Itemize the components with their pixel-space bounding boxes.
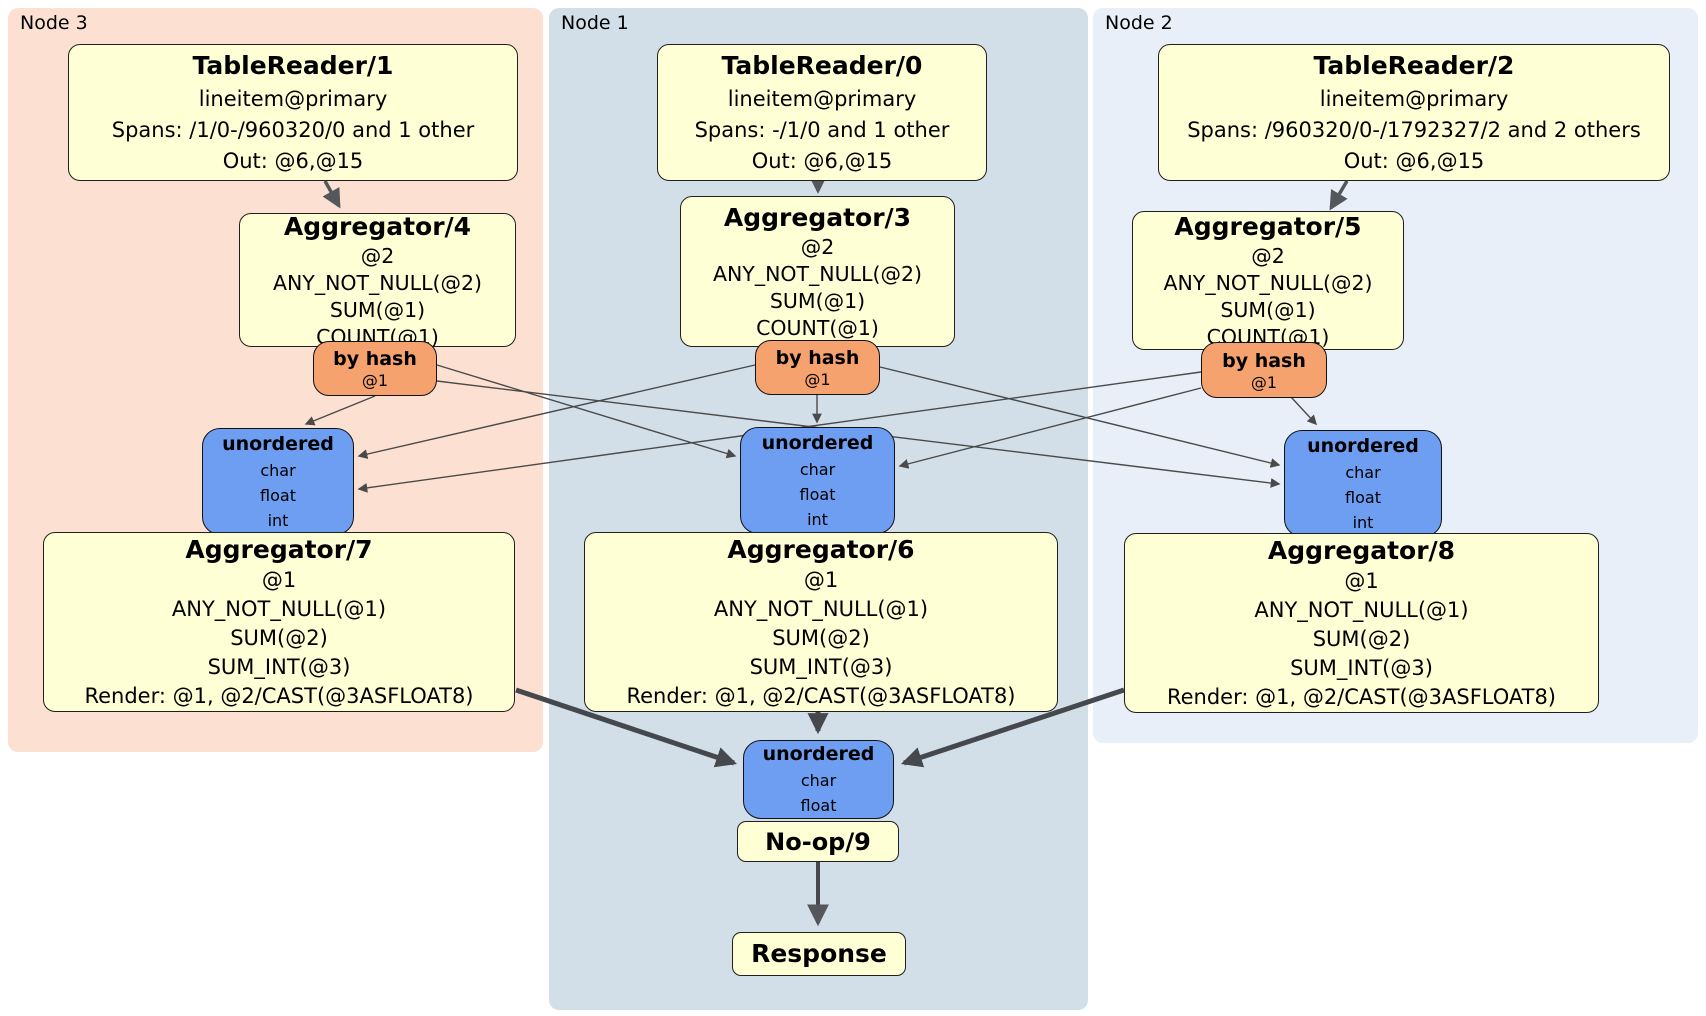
sync-column: int	[807, 509, 828, 529]
processor-detail: Spans: /960320/0-/1792327/2 and 2 others	[1187, 118, 1641, 142]
sync-column: char	[1345, 462, 1381, 482]
edge-hash2-unordered1	[898, 387, 1202, 469]
edge-hash1-unordered2	[879, 366, 1281, 468]
processor-detail: lineitem@primary	[198, 87, 388, 111]
processor-detail: SUM(@2)	[230, 625, 328, 650]
processor-detail: Out: @6,@15	[751, 149, 893, 173]
processor-title: Aggregator/3	[723, 203, 912, 232]
processor-detail: @1	[261, 567, 297, 592]
processor-detail: SUM_INT(@3)	[749, 654, 893, 679]
sync-column: float	[799, 484, 836, 504]
response-node: Response	[732, 932, 906, 976]
processor-title: Aggregator/6	[727, 534, 915, 564]
processor-detail: Spans: /1/0-/960320/0 and 1 other	[111, 118, 475, 142]
router-by-hash-node1: by hash @1	[755, 340, 880, 395]
sync-column: char	[260, 460, 296, 480]
processor-aggregator-8: Aggregator/8 @1 ANY_NOT_NULL(@1) SUM(@2)…	[1124, 533, 1599, 713]
processor-detail: @2	[800, 235, 835, 259]
processor-detail: Spans: -/1/0 and 1 other	[694, 118, 950, 142]
sync-column: float	[260, 485, 296, 505]
processor-detail: SUM(@1)	[769, 289, 866, 313]
edge-aggregator7-final-unordered	[515, 687, 737, 768]
sync-title: unordered	[761, 431, 874, 454]
processor-tablereader-2: TableReader/2 lineitem@primary Spans: /9…	[1158, 44, 1670, 181]
processor-detail: ANY_NOT_NULL(@2)	[272, 270, 483, 295]
processor-detail: Render: @1, @2/CAST(@3ASFLOAT8)	[84, 683, 474, 708]
edge-hash2-unordered2	[1290, 396, 1317, 426]
processor-aggregator-7: Aggregator/7 @1 ANY_NOT_NULL(@1) SUM(@2)…	[43, 532, 515, 712]
processor-detail: Render: @1, @2/CAST(@3ASFLOAT8)	[626, 683, 1016, 708]
processor-detail: @1	[1344, 568, 1379, 593]
processor-detail: ANY_NOT_NULL(@2)	[712, 262, 923, 286]
edge-hash3-unordered1	[436, 364, 737, 459]
processor-aggregator-4: Aggregator/4 @2 ANY_NOT_NULL(@2) SUM(@1)…	[239, 211, 516, 349]
edge-tablereader1-aggregator4	[322, 180, 341, 209]
sync-unordered-node1: unordered char float int	[740, 427, 895, 534]
sync-title: unordered	[222, 432, 334, 455]
processor-noop-9: No-op/9	[737, 821, 899, 862]
processor-aggregator-3: Aggregator/3 @2 ANY_NOT_NULL(@2) SUM(@1)…	[680, 196, 955, 347]
processor-detail: Out: @6,@15	[1343, 149, 1485, 173]
processor-detail: Render: @1, @2/CAST(@3ASFLOAT8)	[1166, 684, 1557, 709]
node3-label: Node 3	[20, 12, 88, 34]
processor-aggregator-6: Aggregator/6 @1 ANY_NOT_NULL(@1) SUM(@2)…	[584, 532, 1058, 712]
node2-label: Node 2	[1105, 12, 1173, 34]
processor-detail: ANY_NOT_NULL(@1)	[1254, 597, 1469, 622]
sync-unordered-node3: unordered char float int	[202, 428, 354, 535]
processor-detail: SUM(@1)	[1220, 298, 1316, 322]
processor-title: TableReader/1	[192, 51, 394, 80]
processor-detail: Out: @6,@15	[222, 149, 364, 173]
router-title: by hash	[333, 348, 417, 370]
processor-tablereader-0: TableReader/0 lineitem@primary Spans: -/…	[657, 44, 987, 181]
processor-detail: ANY_NOT_NULL(@1)	[171, 596, 387, 621]
processor-detail: SUM_INT(@3)	[1290, 655, 1433, 680]
router-detail: @1	[361, 371, 389, 390]
processor-title: Aggregator/7	[185, 534, 373, 564]
processor-aggregator-5: Aggregator/5 @2 ANY_NOT_NULL(@2) SUM(@1)…	[1132, 211, 1404, 350]
sync-unordered-node2: unordered char float int	[1284, 430, 1442, 537]
processor-detail: SUM_INT(@3)	[207, 654, 351, 679]
node1-label: Node 1	[561, 12, 629, 34]
sync-unordered-final: unordered char float	[743, 740, 894, 819]
router-title: by hash	[1222, 349, 1306, 372]
edge-hash3-unordered3	[304, 395, 376, 426]
processor-title: TableReader/2	[1313, 51, 1515, 80]
edge-hash1-unordered3	[357, 364, 756, 459]
processor-detail: @1	[803, 567, 839, 592]
sync-column: float	[1345, 487, 1381, 507]
processor-title: Aggregator/4	[283, 211, 472, 241]
sync-column: char	[800, 771, 837, 790]
processor-detail: SUM(@2)	[772, 625, 870, 650]
router-by-hash-node2: by hash @1	[1201, 342, 1327, 398]
response-title: Response	[751, 939, 887, 968]
processor-detail: @2	[360, 243, 395, 268]
sync-title: unordered	[1307, 434, 1419, 457]
router-by-hash-node3: by hash @1	[313, 341, 437, 396]
processor-title: No-op/9	[765, 827, 871, 856]
processor-detail: lineitem@primary	[1319, 87, 1509, 111]
router-detail: @1	[804, 370, 831, 389]
processor-title: Aggregator/8	[1267, 535, 1456, 565]
processor-detail: ANY_NOT_NULL(@1)	[713, 596, 929, 621]
sync-column: char	[799, 459, 836, 479]
processor-detail: COUNT(@1)	[756, 316, 879, 340]
sync-column: float	[800, 796, 837, 815]
sync-title: unordered	[762, 743, 875, 765]
processor-title: Aggregator/5	[1174, 212, 1362, 241]
processor-title: TableReader/0	[721, 51, 923, 80]
sync-column: int	[1352, 512, 1374, 532]
processor-detail: @2	[1251, 244, 1285, 268]
router-title: by hash	[775, 347, 860, 369]
processor-detail: ANY_NOT_NULL(@2)	[1163, 271, 1373, 295]
processor-detail: lineitem@primary	[727, 87, 917, 111]
router-detail: @1	[1250, 372, 1278, 392]
processor-tablereader-1: TableReader/1 lineitem@primary Spans: /1…	[68, 44, 518, 181]
processor-detail: SUM(@1)	[329, 297, 426, 322]
processor-detail: SUM(@2)	[1312, 626, 1411, 651]
edge-tablereader2-aggregator5	[1329, 180, 1349, 211]
sync-column: int	[267, 510, 289, 530]
edge-aggregator8-final-unordered	[901, 687, 1125, 768]
